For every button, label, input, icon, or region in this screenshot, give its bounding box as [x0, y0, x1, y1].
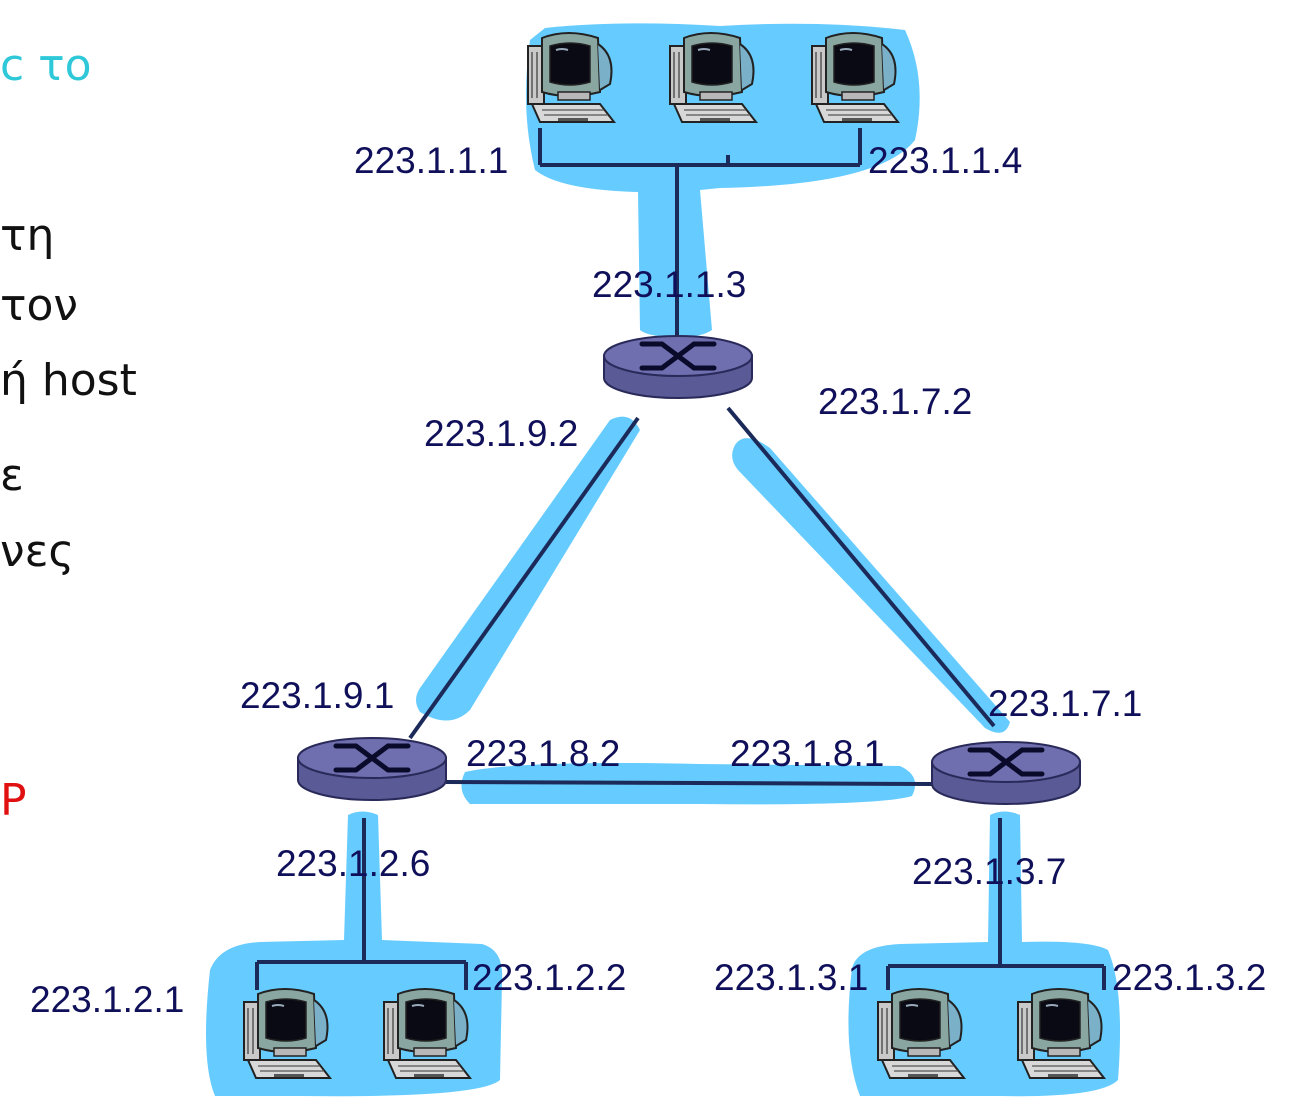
wire-left-link	[408, 416, 640, 740]
label-top-host-4: 223.1.1.4	[868, 140, 1022, 181]
host-left-2-icon	[383, 988, 471, 1079]
router-right-icon	[932, 742, 1080, 804]
router-left-icon	[298, 738, 446, 800]
label-right-router-top: 223.1.7.1	[988, 683, 1142, 724]
label-left-host-1: 223.1.2.1	[30, 979, 184, 1020]
subnet-link-right	[732, 438, 1010, 733]
subnet-highlights	[206, 23, 1121, 1097]
side-text-line5: νες	[0, 526, 74, 577]
label-top-router-right: 223.1.7.2	[818, 381, 972, 422]
side-text-line2: τον	[0, 280, 78, 331]
wire-right-link	[726, 406, 996, 728]
side-text: c το τη τον ή host ε νες P	[0, 40, 137, 826]
side-text-top: c το	[0, 40, 92, 91]
label-left-router-bottom: 223.1.2.6	[276, 843, 430, 884]
label-right-router-left: 223.1.8.1	[730, 733, 884, 774]
label-top-router-left: 223.1.9.2	[424, 413, 578, 454]
host-right-1-icon	[877, 988, 965, 1079]
wires	[255, 128, 1106, 990]
label-left-host-2: 223.1.2.2	[472, 957, 626, 998]
side-text-line3: ή host	[0, 355, 137, 406]
host-top-1-icon	[527, 32, 615, 123]
label-left-router-top: 223.1.9.1	[240, 675, 394, 716]
label-right-host-2: 223.1.3.2	[1112, 957, 1266, 998]
label-top-router-if: 223.1.1.3	[592, 264, 746, 305]
label-left-router-right: 223.1.8.2	[466, 733, 620, 774]
host-left-1-icon	[243, 988, 331, 1079]
address-labels: 223.1.1.1 223.1.1.4 223.1.1.3 223.1.9.2 …	[30, 140, 1266, 1020]
host-right-2-icon	[1017, 988, 1105, 1079]
label-right-host-1: 223.1.3.1	[714, 957, 868, 998]
router-top-icon	[604, 336, 752, 398]
side-text-red: P	[0, 775, 27, 826]
label-top-host-1: 223.1.1.1	[354, 140, 508, 181]
side-text-line1: τη	[0, 210, 54, 261]
wire-bottom-link	[445, 780, 933, 786]
host-top-3-icon	[811, 32, 899, 123]
side-text-line4: ε	[0, 450, 24, 501]
label-right-router-bottom: 223.1.3.7	[912, 851, 1066, 892]
host-top-2-icon	[669, 32, 757, 123]
